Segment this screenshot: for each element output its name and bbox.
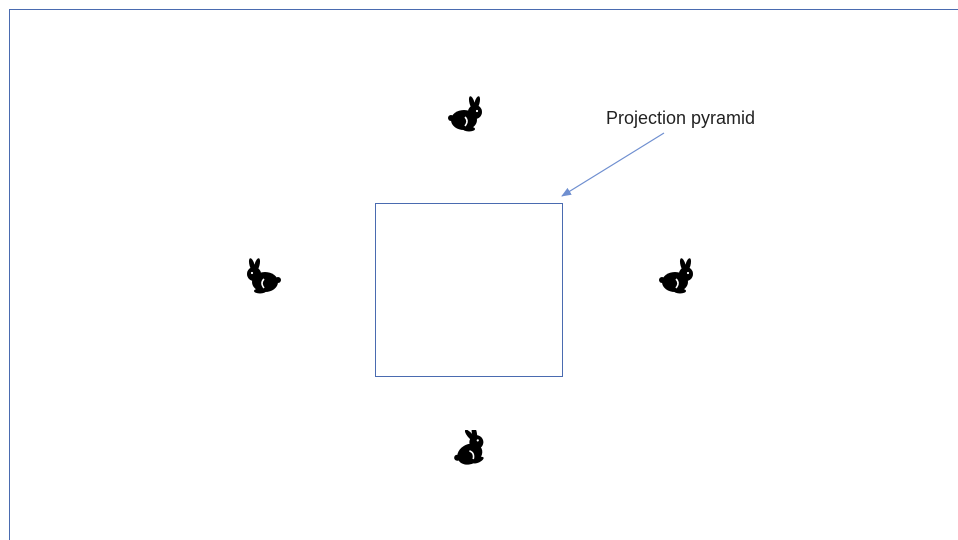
frame-top-border xyxy=(9,9,958,10)
rabbit-top-icon xyxy=(448,96,482,132)
projection-pyramid-label: Projection pyramid xyxy=(606,108,756,128)
rabbit-left-icon xyxy=(247,258,281,294)
projection-square xyxy=(375,203,563,377)
rabbit-bottom-icon xyxy=(454,430,484,465)
label-arrow xyxy=(561,132,665,197)
rabbit-right-icon xyxy=(659,258,693,294)
frame-left-border xyxy=(9,9,10,540)
